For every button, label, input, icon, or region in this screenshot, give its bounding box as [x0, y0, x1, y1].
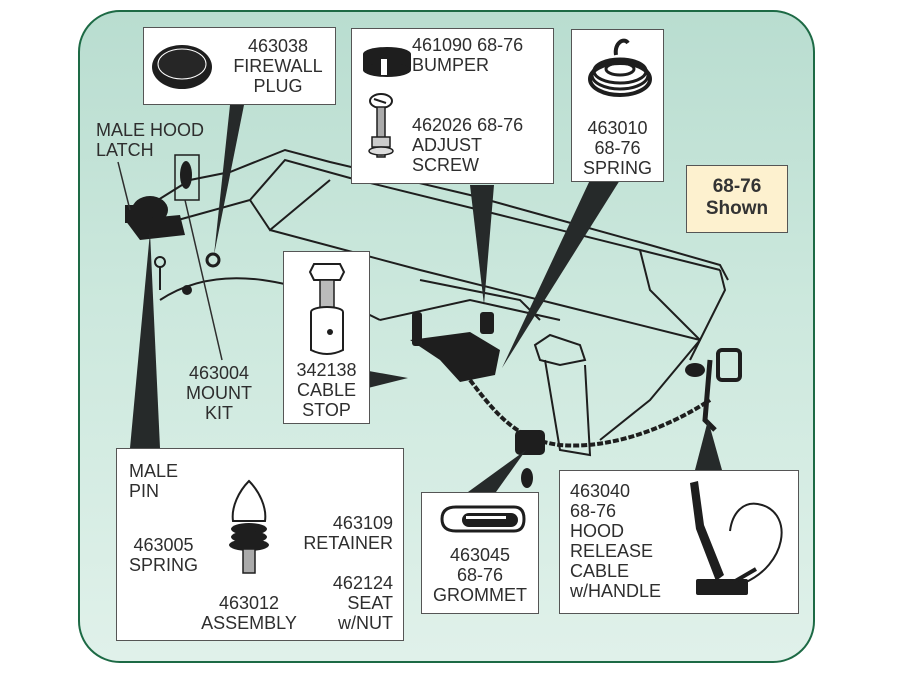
- callout-spring: 463010 68-76 SPRING: [571, 29, 664, 182]
- cable-handle-bracket: [702, 348, 742, 432]
- label-seat: 462124 SEAT w/NUT: [333, 573, 393, 633]
- label-line: MOUNT: [186, 383, 252, 403]
- part-name: ADJUST: [412, 135, 483, 155]
- model-years-badge: 68-76 Shown: [686, 165, 788, 233]
- part-name: FIREWALL: [233, 56, 323, 76]
- label-spring: 463005 SPRING: [129, 535, 198, 575]
- part-number: 462026 68-76: [412, 115, 524, 135]
- part-number: 461090 68-76: [412, 35, 524, 55]
- label-line: w/NUT: [338, 613, 393, 633]
- callout-firewall-plug: 463038 FIREWALL PLUG: [143, 27, 336, 105]
- label-line: SPRING: [129, 555, 199, 575]
- latch-mechanism: [410, 312, 705, 488]
- leader-lines: [117, 161, 223, 361]
- badge-shown: Shown: [705, 198, 769, 219]
- label-line: 463012: [218, 593, 280, 613]
- plug-icon: [152, 45, 212, 89]
- callout-cable-stop: 342138 CABLE STOP: [283, 251, 370, 424]
- part-number: 463045: [449, 545, 511, 565]
- firewall-plug-ring: [205, 252, 221, 268]
- label-male-hood-latch: MALE HOOD LATCH: [96, 120, 204, 160]
- callout-pin-assembly: MALE PIN 463109 RETAINER 463005 SPRING 4…: [116, 448, 404, 641]
- part-name: w/HANDLE: [570, 581, 662, 601]
- male-hood-latch-art: [125, 161, 192, 295]
- part-name: 68-76: [456, 565, 504, 585]
- callout-release-cable: 463040 68-76 HOOD RELEASE CABLE w/HANDLE: [559, 470, 799, 614]
- part-name: BUMPER: [412, 55, 490, 75]
- grommet-icon: [440, 505, 526, 533]
- label-male-pin: MALE PIN: [129, 461, 178, 501]
- badge-years: 68-76: [712, 176, 762, 197]
- male-pin-icon: [229, 479, 269, 574]
- label-line: 462124: [332, 573, 393, 593]
- part-number: 342138: [296, 360, 357, 380]
- release-cable-line: [468, 378, 712, 448]
- label-retainer: 463109 RETAINER: [303, 513, 393, 553]
- label-line: RETAINER: [303, 533, 393, 553]
- callout-pointers: [130, 105, 722, 492]
- label-line: KIT: [204, 403, 233, 423]
- label-line: LATCH: [96, 140, 154, 160]
- mount-kit-bracket: [174, 154, 200, 201]
- callout-grommet: 463045 68-76 GROMMET: [421, 492, 539, 614]
- part-name: GROMMET: [433, 585, 527, 605]
- screw-icon: [368, 93, 394, 158]
- part-name: RELEASE: [570, 541, 654, 561]
- spring-icon: [588, 38, 652, 97]
- part-number: 463010: [587, 118, 648, 138]
- label-assembly: 463012 ASSEMBLY: [189, 593, 309, 633]
- label-line: SEAT: [347, 593, 393, 613]
- part-name: CABLE: [296, 380, 357, 400]
- label-line: 463109: [332, 513, 393, 533]
- label-line: MALE: [129, 461, 179, 481]
- part-name: HOOD: [570, 521, 624, 541]
- part-name: SCREW: [412, 155, 479, 175]
- cable-stop-icon: [308, 263, 346, 355]
- bumper-icon: [363, 47, 411, 77]
- callout-bumper-screw: 461090 68-76 BUMPER 462026 68-76 ADJUST …: [351, 28, 554, 184]
- label-line: ASSEMBLY: [201, 613, 297, 633]
- handle-icon: [690, 481, 783, 595]
- label-mount-kit: 463004 MOUNT KIT: [178, 363, 260, 423]
- part-name: 68-76: [594, 138, 641, 158]
- label-line: 463005: [133, 535, 194, 555]
- part-number: 463040: [570, 481, 631, 501]
- part-name: PLUG: [253, 76, 303, 96]
- label-line: PIN: [129, 481, 160, 501]
- part-name: CABLE: [570, 561, 630, 581]
- part-name: 68-76: [570, 501, 617, 521]
- label-line: 463004: [188, 363, 250, 383]
- part-name: SPRING: [582, 158, 652, 178]
- part-number: 463038: [247, 36, 309, 56]
- part-name: STOP: [302, 400, 351, 420]
- label-line: MALE HOOD: [96, 120, 205, 140]
